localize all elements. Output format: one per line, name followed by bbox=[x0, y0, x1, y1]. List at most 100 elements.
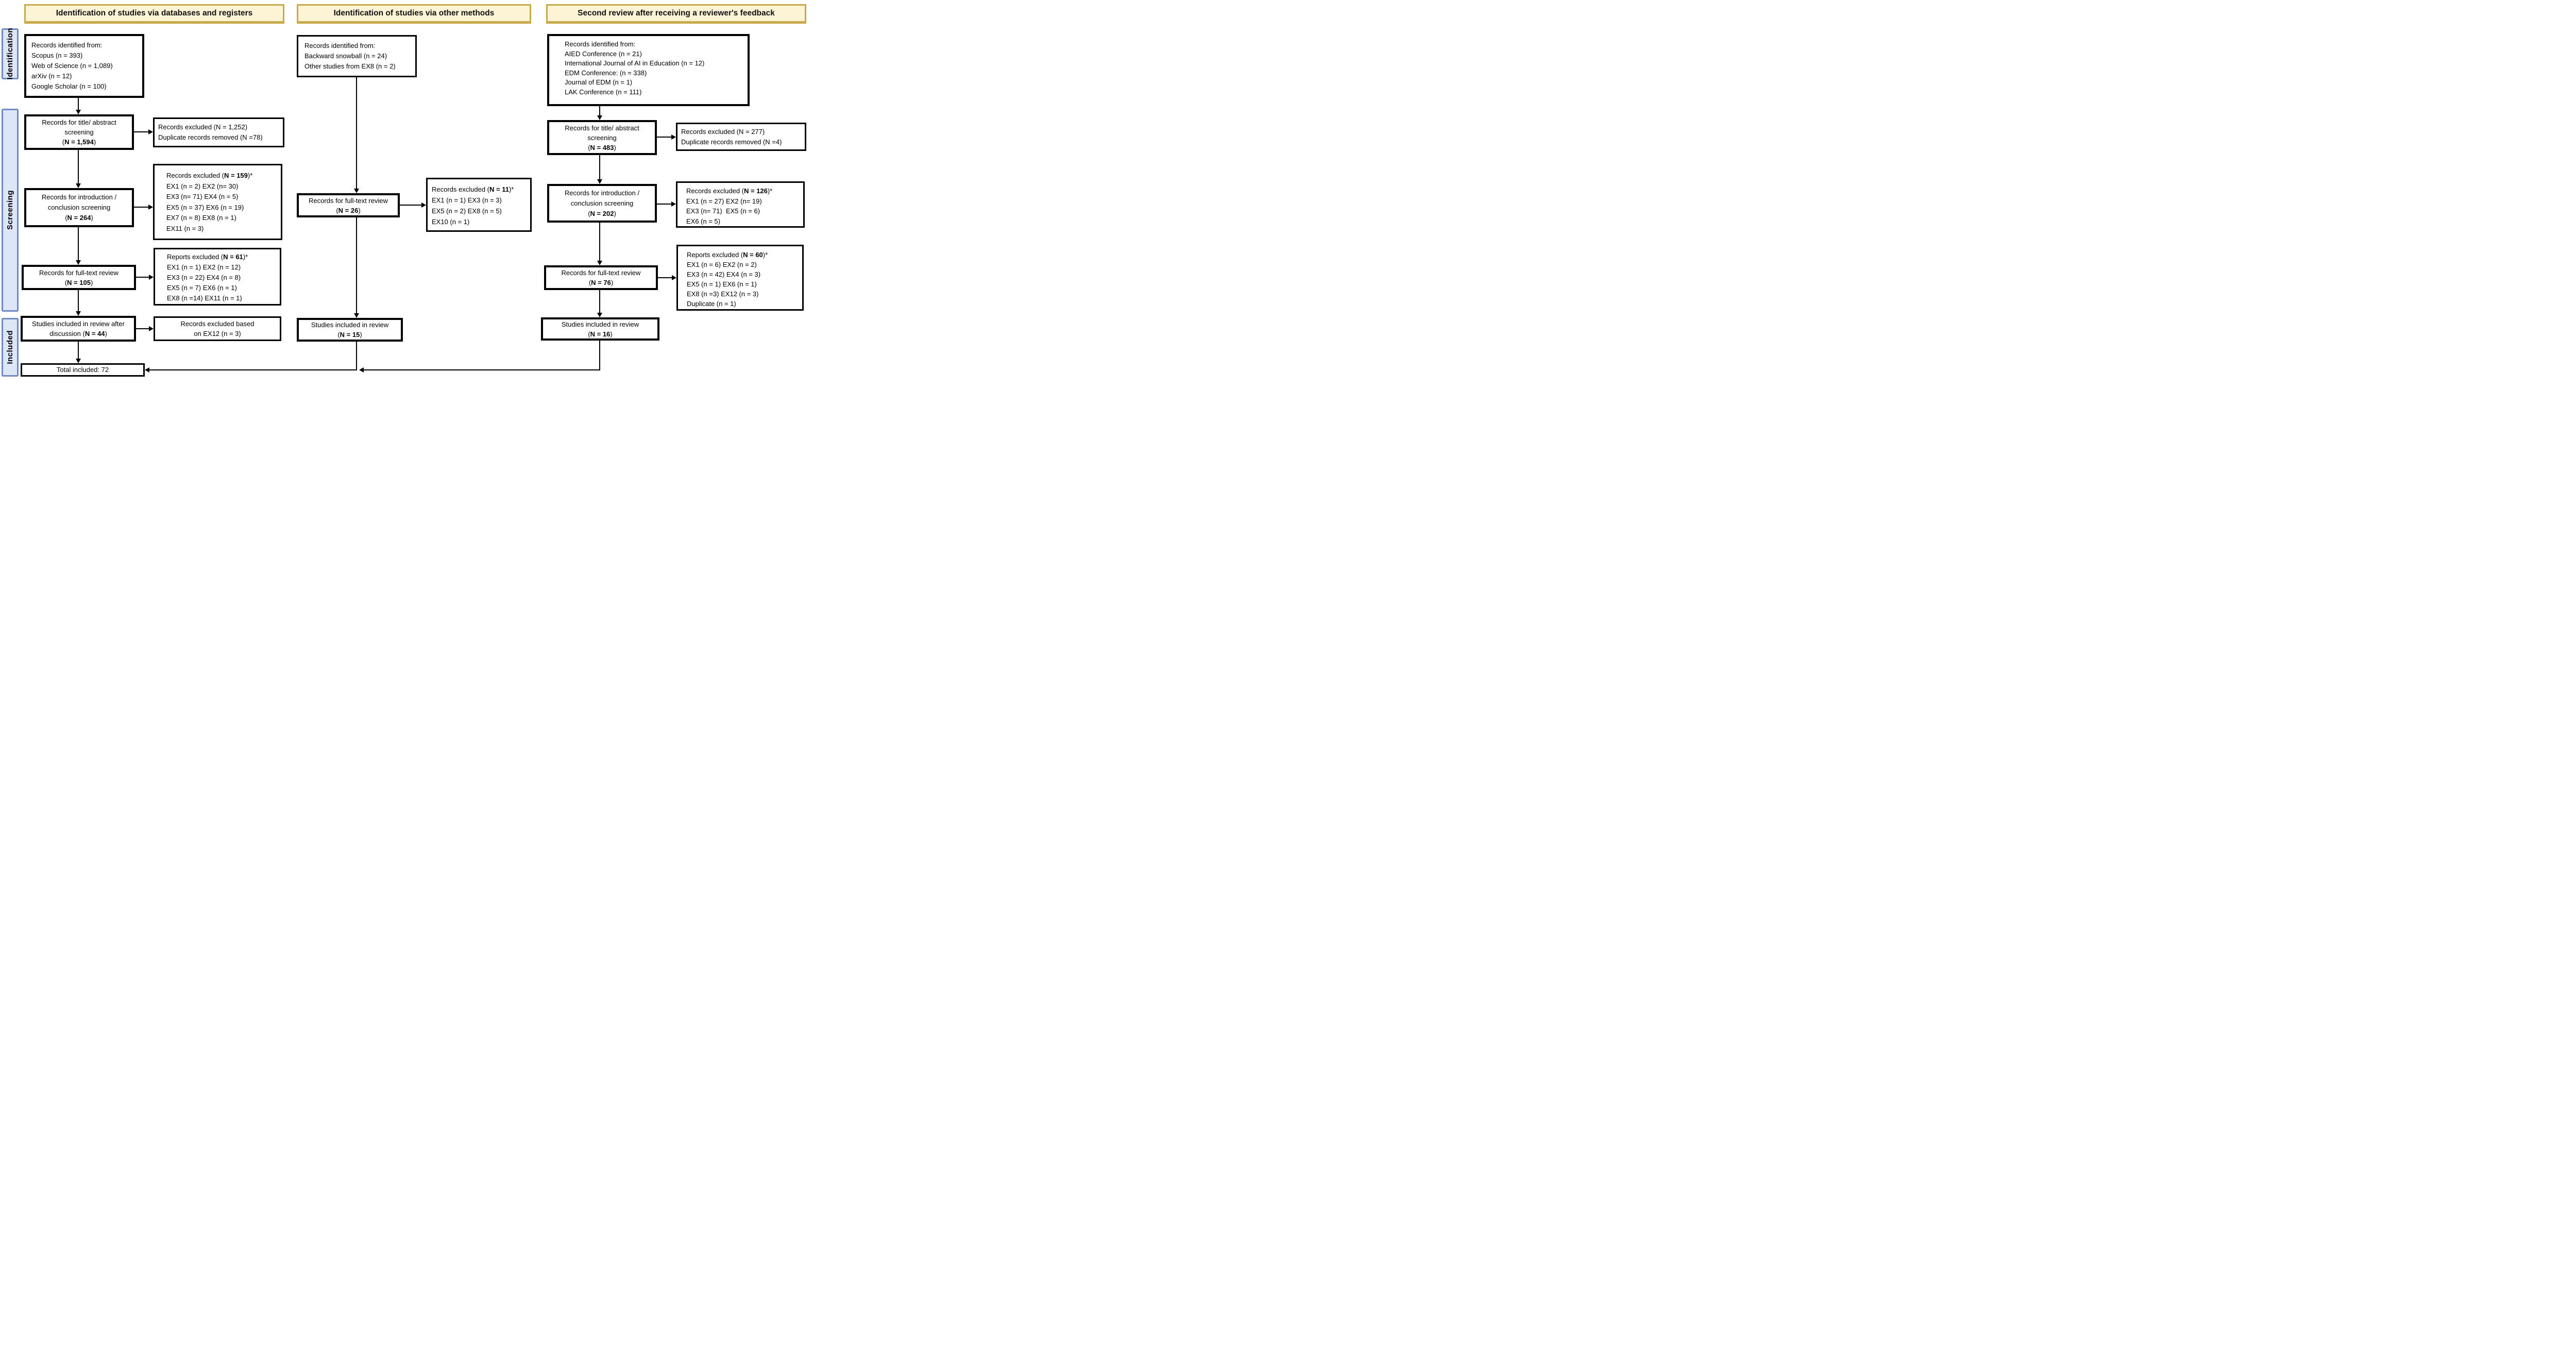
phase-label-text: Screening bbox=[6, 190, 14, 230]
box-text-line: Studies included in review bbox=[561, 320, 639, 328]
connector-db-included-to-total bbox=[78, 342, 79, 359]
box-text-line: conclusion screening bbox=[47, 204, 111, 211]
arrowhead-right bbox=[148, 129, 153, 134]
box-text-line: EX11 (n = 3) bbox=[166, 224, 204, 232]
box-text-line: EX3 (n = 22) EX4 (n = 8) bbox=[167, 274, 241, 281]
phase-label-identification: Identification bbox=[2, 28, 19, 80]
box-text-line: (N = 16) bbox=[588, 330, 613, 338]
phase-label-screening: Screening bbox=[2, 109, 19, 312]
box-text-line: Records excluded (N = 126)* bbox=[686, 187, 773, 195]
connector-db-fulltext-to-excluded bbox=[136, 277, 149, 278]
box-text-line: Records identified from: bbox=[31, 41, 103, 49]
connector-db-fulltext-to-included bbox=[78, 290, 79, 312]
box-text-line: (N = 76) bbox=[588, 279, 614, 286]
arrowhead-left bbox=[359, 367, 364, 373]
box-text-line: (N = 264) bbox=[65, 214, 93, 222]
column-header-label: Identification of studies via databases … bbox=[56, 9, 253, 18]
arrowhead-right bbox=[149, 275, 154, 280]
box-text-line: Google Scholar (n = 100) bbox=[31, 82, 107, 90]
box-text-line: (N = 26) bbox=[336, 206, 361, 214]
arrowhead-down bbox=[597, 261, 602, 265]
box-text-line: Backward snowball (n = 24) bbox=[304, 52, 387, 60]
connector-db-intro-to-excluded bbox=[134, 207, 149, 208]
column-header-second-review: Second review after receiving a reviewer… bbox=[546, 4, 806, 24]
connector-db-discussion-to-excluded bbox=[136, 328, 149, 329]
box-text-line: EX5 (n = 2) EX8 (n = 5) bbox=[432, 207, 502, 215]
connector-sr-intro-to-excluded bbox=[657, 204, 672, 205]
box-text-line: Scopus (n = 393) bbox=[31, 52, 83, 59]
box-text-line: (N = 1,594) bbox=[62, 138, 96, 146]
box-sr-reports-excluded: Reports excluded (N = 60)* EX1 (n = 6) E… bbox=[676, 245, 804, 311]
box-text-line: EX8 (n =14) EX11 (n = 1) bbox=[167, 294, 242, 302]
box-sr-title-abstract-screening: Records for title/ abstract screening (N… bbox=[547, 120, 657, 155]
box-sr-title-abstract-excluded: Records excluded (N = 277) Duplicate rec… bbox=[676, 123, 806, 151]
box-text-line: discussion (N = 44) bbox=[49, 330, 107, 337]
box-text-line: Records excluded (N = 1,252) bbox=[158, 123, 248, 131]
box-text-line: screening bbox=[64, 128, 94, 136]
column-header-label: Identification of studies via other meth… bbox=[333, 9, 495, 18]
box-db-intro-conclusion-screening: Records for introduction / conclusion sc… bbox=[24, 188, 134, 227]
phase-label-text: Included bbox=[6, 330, 14, 364]
box-db-included-after-discussion: Studies included in review after discuss… bbox=[21, 316, 136, 342]
box-text-line: EX10 (n = 1) bbox=[432, 218, 470, 226]
box-sr-included: Studies included in review (N = 16) bbox=[541, 317, 659, 341]
box-text-line: Records for introduction / bbox=[564, 189, 640, 197]
box-db-intro-conclusion-excluded: Records excluded (N = 159)* EX1 (n = 2) … bbox=[153, 164, 282, 240]
box-db-title-abstract-screening: Records for title/ abstract screening (N… bbox=[24, 114, 134, 150]
box-text-line: conclusion screening bbox=[570, 199, 634, 207]
prisma-flow-diagram: Identification of studies via databases … bbox=[0, 0, 808, 378]
box-text-line: screening bbox=[587, 133, 617, 142]
box-text-line: Records identified from: bbox=[304, 42, 376, 49]
box-text-line: Records excluded (N = 277) bbox=[681, 127, 765, 136]
arrowhead-right bbox=[671, 201, 676, 207]
box-text-line: EX5 (n = 37) EX6 (n = 19) bbox=[166, 203, 244, 211]
box-db-title-abstract-excluded: Records excluded (N = 1,252) Duplicate r… bbox=[153, 117, 284, 147]
box-text-line: Records for introduction / bbox=[41, 193, 117, 201]
connector-om-identified-to-fulltext bbox=[356, 77, 357, 190]
box-text-line: Records for full-text review bbox=[561, 269, 641, 277]
box-text-line: EX7 (n = 8) EX8 (n = 1) bbox=[166, 214, 236, 222]
connector-sr-title-to-intro bbox=[599, 155, 600, 180]
connector-merge-left-segment bbox=[149, 369, 357, 370]
box-db-full-text-review: Records for full-text review (N = 105) bbox=[22, 265, 136, 290]
arrowhead-right bbox=[421, 202, 426, 208]
box-text-line: Records for full-text review bbox=[309, 196, 388, 205]
connector-merge-right-segment bbox=[364, 369, 600, 370]
box-text-line: Records for title/ abstract bbox=[42, 119, 116, 126]
box-text-line: EX3 (n= 71) EX5 (n = 6) bbox=[686, 207, 760, 215]
arrowhead-down bbox=[76, 311, 81, 316]
box-text-line: Duplicate (n = 1) bbox=[687, 300, 736, 308]
box-text-line: AIED Conference (n = 21) bbox=[565, 49, 642, 58]
connector-db-intro-to-fulltext bbox=[78, 227, 79, 261]
connector-sr-title-to-excluded bbox=[657, 137, 672, 138]
box-text-line: Studies included in review after bbox=[32, 320, 125, 328]
box-text-line: Records excluded based bbox=[180, 320, 255, 328]
box-text-line: EX6 (n = 5) bbox=[686, 217, 721, 225]
box-text-line: Duplicate records removed (N =4) bbox=[681, 138, 782, 146]
arrowhead-down bbox=[76, 260, 81, 265]
box-text-line: EX3 (n = 42) EX4 (n = 3) bbox=[687, 270, 761, 278]
box-text-line: Records identified from: bbox=[565, 40, 636, 48]
arrowhead-down bbox=[354, 313, 359, 318]
connector-om-included-to-merge bbox=[356, 342, 357, 370]
box-text-line: (N = 105) bbox=[64, 278, 93, 286]
connector-sr-included-to-merge bbox=[599, 341, 600, 370]
box-sr-intro-conclusion-screening: Records for introduction / conclusion sc… bbox=[547, 184, 657, 223]
box-db-records-identified: Records identified from: Scopus (n = 393… bbox=[24, 34, 144, 98]
box-om-included: Studies included in review (N = 15) bbox=[297, 318, 403, 342]
box-text-line: EX1 (n = 1) EX2 (n = 12) bbox=[167, 263, 241, 271]
arrowhead-right bbox=[672, 275, 676, 280]
box-text-line: Web of Science (n = 1,089) bbox=[31, 62, 113, 70]
arrowhead-down bbox=[597, 313, 602, 317]
box-om-records-identified: Records identified from: Backward snowba… bbox=[297, 35, 417, 77]
box-text-line: EX1 (n = 27) EX2 (n= 19) bbox=[686, 197, 762, 205]
box-om-records-excluded: Records excluded (N = 11)* EX1 (n = 1) E… bbox=[426, 178, 532, 232]
box-db-ex12-excluded: Records excluded based on EX12 (n = 3) bbox=[154, 316, 281, 341]
box-text-line: EX1 (n = 6) EX2 (n = 2) bbox=[687, 261, 757, 268]
phase-label-included: Included bbox=[2, 318, 19, 377]
box-text-line: Records for title/ abstract bbox=[565, 124, 639, 132]
connector-db-title-to-intro bbox=[78, 150, 79, 184]
box-text-line: EX5 (n = 7) EX6 (n = 1) bbox=[167, 284, 237, 292]
box-text-line: Journal of EDM (n = 1) bbox=[565, 78, 633, 86]
box-text-line: EX1 (n = 2) EX2 (n= 30) bbox=[166, 182, 239, 190]
